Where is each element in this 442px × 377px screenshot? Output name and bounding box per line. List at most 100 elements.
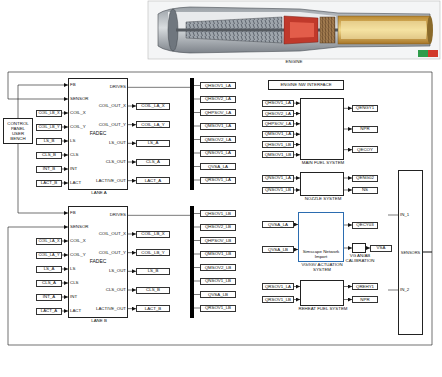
port-name: LACT: [70, 180, 81, 185]
block-heading: MAIN FUEL SYSTEM: [291, 160, 355, 165]
block-label: LACT_B: [138, 306, 168, 311]
signal-tag: QRSOV1_LA: [262, 283, 294, 290]
signal-tag: LACT_A: [36, 308, 62, 315]
signal-tag: QVSA_LA: [200, 163, 236, 170]
block-label: QMSOV1_LA: [202, 123, 234, 128]
signal-tag: LS_A: [36, 266, 62, 273]
signal-tag: LACT_B: [136, 305, 170, 312]
port-name: LACTIVE_OUT: [96, 178, 126, 183]
afterburner-liner: [341, 21, 426, 39]
port-name: IN_2: [400, 287, 409, 292]
signal-tag: COIL_LB_X: [136, 231, 170, 238]
port-name: FB: [70, 82, 76, 87]
block-label: QNSOV1_LB: [264, 187, 292, 192]
block-label: NPR: [354, 126, 376, 131]
subsystem-block: REHEAT FUEL SYSTEM: [300, 280, 344, 306]
block-label: FADEC: [70, 131, 126, 137]
signal-line: [344, 129, 352, 130]
port-name: COIL_OUT_Y: [99, 122, 126, 127]
signal-tag: QENGY1: [352, 105, 378, 112]
port-name: IN_1: [400, 212, 409, 217]
block-label: QHSOV1_LA: [202, 83, 234, 88]
signal-tag: QMSOV1_LB: [262, 151, 294, 158]
signal-tag: QHSOV2_LA: [262, 110, 294, 117]
block-label: FADEC: [70, 259, 126, 265]
signal-tag: QRSOV1_LA: [200, 177, 236, 184]
block-heading: NOZZLE SYSTEM: [291, 196, 355, 201]
combustor: [284, 16, 318, 44]
signal-tag: QHSOV1_LB: [262, 141, 294, 148]
block-label: QMSOV1_LB: [264, 152, 292, 157]
block-label: COIL_LA_X: [38, 239, 60, 244]
signal-tag: COIL_LB_Y: [136, 249, 170, 256]
block-label: Simscape Network Import: [300, 249, 342, 259]
block-label: QENGY1: [354, 106, 376, 111]
port-name: LS_OUT: [109, 269, 126, 274]
block-label: COIL_LA_Y: [38, 253, 60, 258]
port-name: CLS_OUT: [106, 159, 126, 164]
port-name: CLS_OUT: [106, 287, 126, 292]
subsystem-block: NOZZLE SYSTEM: [300, 172, 344, 196]
port-name: FB: [70, 210, 76, 215]
signal-line: [344, 286, 352, 287]
signal-tag: CLS_B: [36, 152, 62, 159]
signal-tag: LS_A: [136, 140, 170, 147]
marker-tab: [418, 50, 428, 57]
block-heading: REHEAT FUEL SYSTEM: [291, 306, 355, 311]
signal-line: [18, 85, 68, 118]
block-label: LACT_A: [38, 308, 60, 313]
port-name: CLS: [70, 152, 79, 157]
block-label: LS_B: [38, 138, 60, 143]
signal-line: [128, 308, 136, 309]
port-name: COIL_X: [70, 238, 86, 243]
block-label: QVSA_LB: [202, 292, 234, 297]
signal-tag: COIL_LB_X: [36, 110, 62, 117]
signal-tag: VSA: [370, 245, 392, 252]
block-label: QECY03: [354, 222, 376, 227]
signal-tag: QECY03: [352, 222, 378, 229]
signal-tag: INT_B: [36, 166, 62, 173]
block-label: QVSA_LA: [264, 222, 292, 227]
signal-tag: QHPSOV_LA: [262, 120, 294, 127]
subsystem-block: FADECLANE A: [68, 78, 128, 190]
signal-line: [128, 234, 136, 235]
signal-tag: QMSOV1_LB: [200, 251, 236, 258]
engine-nacelle: [158, 7, 430, 53]
port-name: SENSOR: [70, 224, 89, 229]
port-name: INT: [70, 294, 77, 299]
subsystem-block: SENSORS: [398, 170, 423, 335]
signal-line: [344, 108, 352, 109]
block-label: COIL_LB_Y: [38, 125, 60, 130]
signal-tag: QNSOV1_LB: [262, 187, 294, 194]
signal-tag: QRSOV1_LB: [200, 305, 236, 312]
block-label: QMSOV1_LB: [202, 251, 234, 256]
port-name: DRIVES: [110, 85, 126, 90]
signal-line: [344, 190, 352, 191]
block-label: LS_A: [138, 141, 168, 146]
subsystem-block: VG AN/AB CALIBRATION: [352, 243, 366, 253]
signal-tag: CLS_B: [136, 287, 170, 294]
signal-tag: QNSOV1_LA: [262, 175, 294, 182]
signal-tag: LS_B: [136, 268, 170, 275]
signal-tag: COIL_LA_Y: [36, 252, 62, 259]
block-label: COIL_LA_Y: [138, 122, 168, 127]
signal-line: [344, 299, 352, 300]
subsystem-block: MAIN FUEL SYSTEM: [300, 98, 344, 160]
signal-tag: QNSOV1_LA: [200, 150, 236, 157]
block-label: ENGINE NW INTERFACE: [270, 82, 342, 87]
block-label: QHSOV2_LB: [202, 224, 234, 229]
block-label: QMSOV2_LB: [202, 265, 234, 270]
subsystem-block: ENGINE NW INTERFACE: [268, 80, 344, 90]
block-label: CONTROL PANEL USER BENCH: [5, 121, 31, 141]
port-name: COIL_X: [70, 110, 86, 115]
signal-line: [8, 72, 432, 252]
block-label: LS_A: [38, 266, 60, 271]
signal-tag: QHSOV2_LB: [200, 224, 236, 231]
block-label: LACT_B: [38, 180, 60, 185]
block-label: QECOY: [354, 147, 376, 152]
signal-line: [128, 162, 136, 163]
block-label: COIL_LB_Y: [138, 250, 168, 255]
signal-tag: QVSA_LB: [262, 246, 294, 253]
signal-tag: INT_A: [36, 294, 62, 301]
block-label: QREHY1: [354, 284, 376, 289]
